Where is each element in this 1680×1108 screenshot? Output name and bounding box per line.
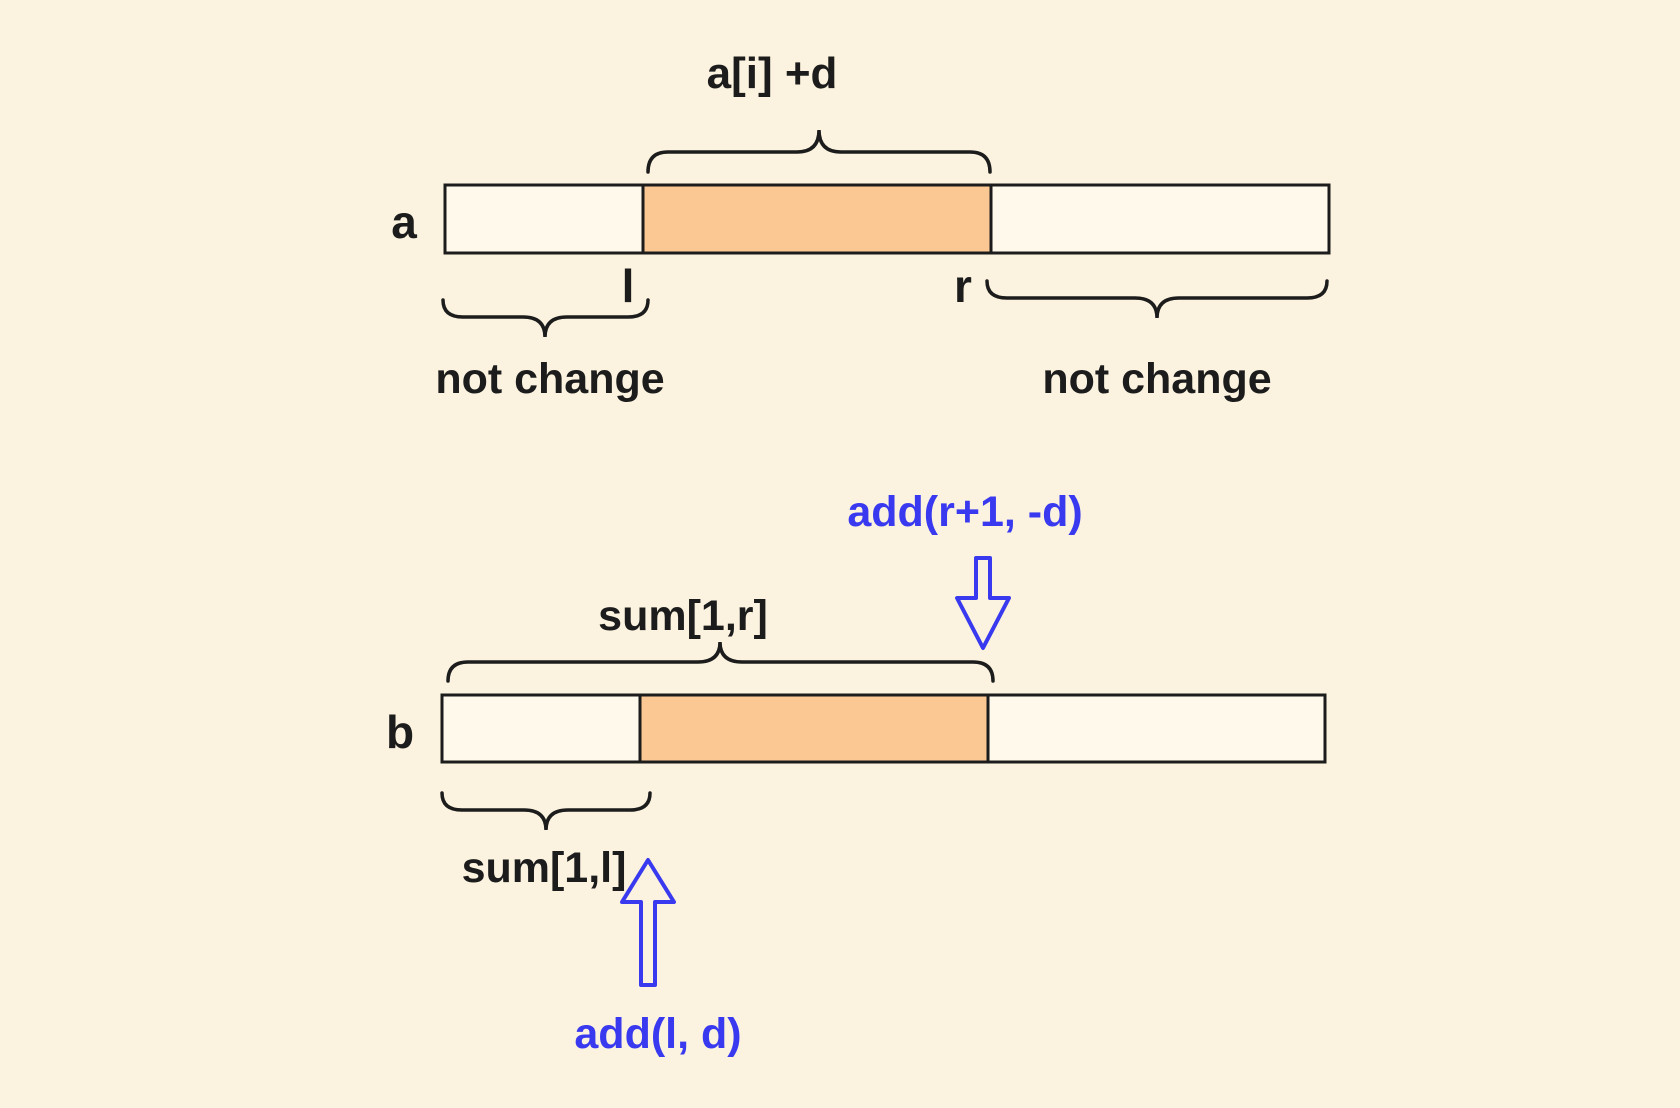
- array-b-label: b: [386, 706, 414, 758]
- right-not-change-note: not change: [1042, 355, 1271, 403]
- left-index-label: l: [622, 260, 635, 312]
- add-left-label: add(l, d): [574, 1010, 741, 1058]
- right-index-label: r: [954, 260, 972, 312]
- brace-a-updated-range: [646, 129, 992, 174]
- add-right-label: add(r+1, -d): [847, 488, 1082, 536]
- array-a-highlight-segment: [641, 183, 993, 255]
- prefix-sum-r-label: sum[1,r]: [598, 592, 768, 640]
- array-a-label: a: [391, 196, 417, 248]
- down-arrow-icon: [955, 556, 1011, 650]
- brace-a-left-unchanged: [441, 298, 650, 338]
- brace-b-sum-1-l: [440, 791, 652, 831]
- brace-a-right-unchanged: [985, 279, 1329, 319]
- array-b-highlight-segment: [638, 693, 990, 764]
- up-arrow-icon: [620, 858, 676, 987]
- prefix-sum-l-label: sum[1,l]: [462, 844, 627, 892]
- brace-b-sum-1-r: [446, 641, 995, 683]
- range-update-label: a[i] +d: [707, 49, 838, 98]
- left-not-change-note: not change: [435, 355, 664, 403]
